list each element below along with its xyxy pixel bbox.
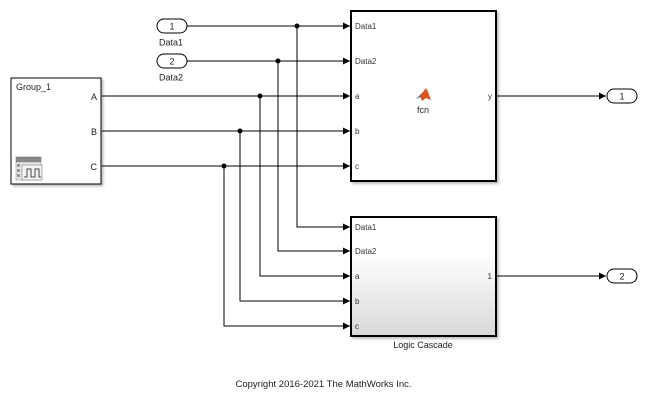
branch-point	[294, 23, 300, 29]
signal-builder-icon	[15, 156, 43, 181]
input-port-label: a	[355, 272, 360, 281]
block-name: Logic Cascade	[393, 340, 453, 350]
branch-point	[275, 58, 281, 64]
signal-branch-a[interactable]	[259, 96, 350, 280]
input-port-label: c	[355, 322, 359, 331]
logic-cascade-block[interactable]: Data1 Data2 a b c 1 Logic Cascade	[350, 216, 497, 350]
function-name: fcn	[417, 105, 429, 115]
signal-branch-data2[interactable]	[277, 61, 350, 255]
outport-block-1[interactable]: 1	[606, 88, 638, 104]
signal-branch-c[interactable]	[223, 166, 350, 330]
branch-points	[221, 23, 300, 169]
input-port-label: b	[355, 297, 360, 306]
branch-point	[257, 93, 263, 99]
output-port-label: 1	[488, 272, 493, 281]
signal-builder-block[interactable]: Group_1 A B C	[10, 77, 102, 185]
output-port-label: C	[91, 162, 98, 172]
output-port-label: y	[488, 92, 492, 101]
outport-number: 2	[619, 272, 624, 282]
inport-number: 1	[169, 22, 174, 32]
input-port-label: Data1	[355, 223, 377, 232]
inport-name: Data1	[159, 38, 183, 48]
inport-number: 2	[169, 57, 174, 67]
copyright-text: Copyright 2016-2021 The MathWorks Inc.	[235, 379, 412, 390]
inport-block-2[interactable]: 2 Data2	[156, 53, 188, 83]
signal-builder-title: Group_1	[16, 82, 51, 92]
input-port-label: Data2	[355, 57, 377, 66]
signal-branch-data1[interactable]	[296, 26, 350, 231]
input-port-label: Data2	[355, 247, 377, 256]
branch-point	[237, 128, 243, 134]
inport-name: Data2	[159, 73, 183, 83]
input-port-label: b	[355, 127, 360, 136]
outport-number: 1	[619, 92, 624, 102]
output-port-label: B	[91, 127, 97, 137]
inport-block-1[interactable]: 1 Data1	[156, 18, 188, 48]
matlab-function-block[interactable]: Data1 Data2 a b c y fcn	[350, 10, 497, 182]
output-port-label: A	[91, 92, 97, 102]
input-port-label: Data1	[355, 22, 377, 31]
signal-branch-b[interactable]	[239, 131, 350, 305]
branch-point	[221, 163, 227, 169]
input-port-label: c	[355, 162, 359, 171]
input-port-label: a	[355, 92, 360, 101]
outport-block-2[interactable]: 2	[606, 268, 638, 284]
matlab-logo-icon	[416, 88, 431, 101]
